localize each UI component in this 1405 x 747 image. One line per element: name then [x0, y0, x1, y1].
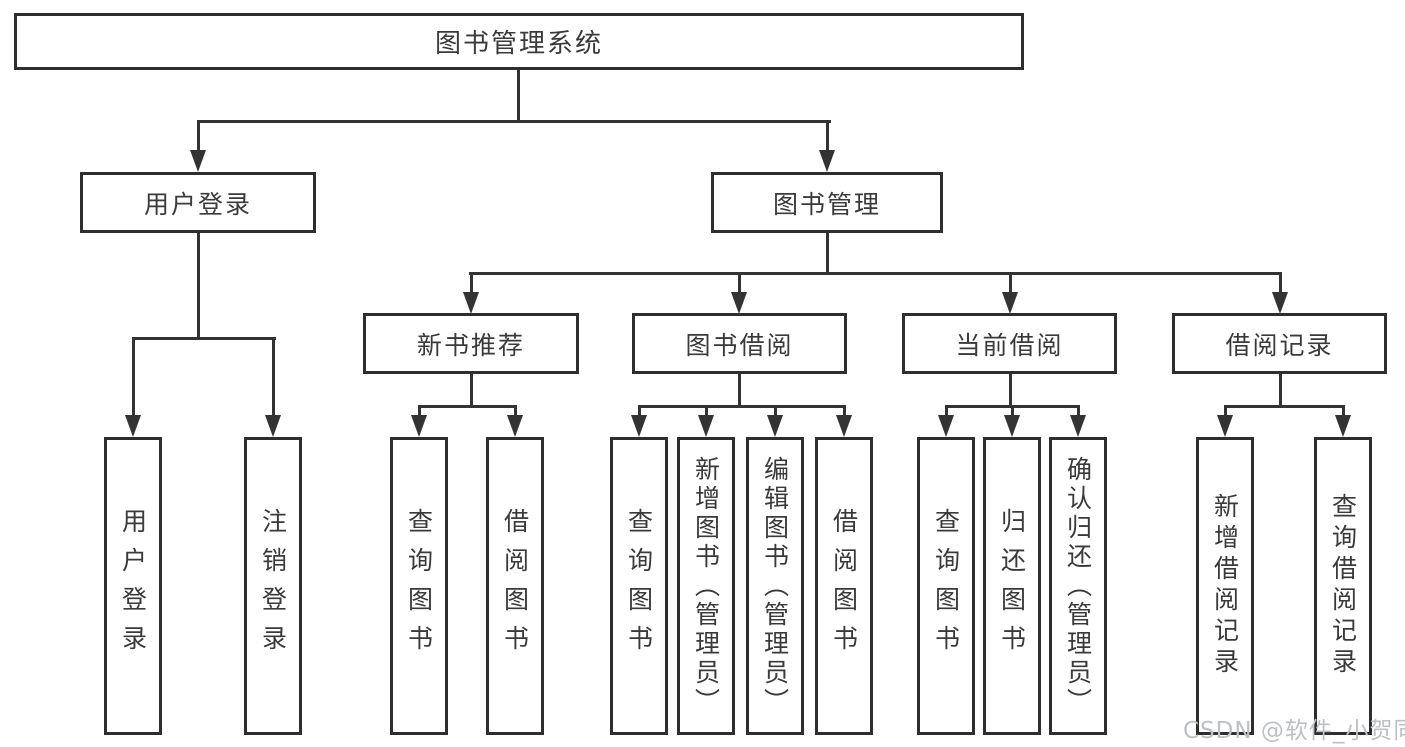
connector-line: [470, 374, 473, 408]
connector-line: [514, 405, 517, 417]
leaf-add-book-admin: 新增图书（管理员）: [677, 437, 735, 735]
arrow-down-icon: [411, 415, 427, 437]
leaf-borrow-books-recommend: 借阅图书: [486, 437, 544, 735]
node-root: 图书管理系统: [14, 13, 1024, 70]
connector-line: [1342, 405, 1345, 417]
leaf-query-books-borrow: 查询图书: [610, 437, 668, 735]
leaf-borrow-books: 借阅图书: [815, 437, 873, 735]
arrow-down-icon: [125, 415, 141, 437]
leaf-logout: 注销登录: [244, 437, 302, 735]
connector-line: [197, 120, 200, 152]
arrow-down-icon: [938, 415, 954, 437]
connector-line: [843, 405, 846, 417]
connector-line: [738, 272, 741, 294]
leaf-return-books: 归还图书: [983, 437, 1041, 735]
connector-line: [418, 405, 517, 408]
connector-line: [1224, 405, 1227, 417]
arrow-down-icon: [836, 415, 852, 437]
leaf-query-books-recommend: 查询图书: [390, 437, 448, 735]
arrow-down-icon: [631, 415, 647, 437]
leaf-edit-book-admin: 编辑图书（管理员）: [746, 437, 804, 735]
connector-line: [1279, 272, 1282, 294]
leaf-add-borrow-record: 新增借阅记录: [1196, 437, 1254, 735]
leaf-user-login: 用户登录: [104, 437, 162, 735]
connector-line: [1279, 374, 1282, 408]
arrow-down-icon: [1272, 292, 1288, 314]
watermark: CSDN @软件_小贺同学: [1183, 718, 1405, 744]
connector-line: [197, 233, 200, 337]
connector-line: [826, 233, 829, 275]
connector-line: [774, 405, 777, 417]
connector-line: [517, 70, 520, 120]
arrow-down-icon: [1217, 415, 1233, 437]
connector-line: [132, 337, 135, 417]
leaf-confirm-return-admin: 确认归还（管理员）: [1049, 437, 1107, 735]
arrow-down-icon: [767, 415, 783, 437]
node-borrow-records: 借阅记录: [1172, 313, 1387, 374]
connector-line: [418, 405, 421, 417]
leaf-query-borrow-record: 查询借阅记录: [1314, 437, 1372, 735]
arrow-down-icon: [819, 150, 835, 172]
connector-line: [1224, 405, 1345, 408]
arrow-down-icon: [507, 415, 523, 437]
node-current-borrow: 当前借阅: [902, 313, 1117, 374]
node-book-borrow: 图书借阅: [632, 313, 847, 374]
node-book-management: 图书管理: [711, 172, 943, 233]
node-user-login: 用户登录: [80, 172, 316, 233]
connector-line: [945, 405, 948, 417]
arrow-down-icon: [265, 415, 281, 437]
connector-line: [469, 272, 1282, 275]
connector-line: [132, 337, 276, 340]
connector-line: [826, 120, 829, 152]
arrow-down-icon: [1004, 415, 1020, 437]
node-new-book-recommend: 新书推荐: [363, 313, 579, 374]
connector-line: [1077, 405, 1080, 417]
arrow-down-icon: [463, 292, 479, 314]
arrow-down-icon: [1070, 415, 1086, 437]
connector-line: [1011, 405, 1014, 417]
leaf-query-books-current: 查询图书: [917, 437, 975, 735]
connector-line: [470, 272, 473, 294]
arrow-down-icon: [698, 415, 714, 437]
connector-line: [638, 405, 846, 408]
arrow-down-icon: [1335, 415, 1351, 437]
connector-line: [1009, 272, 1012, 294]
connector-line: [1009, 374, 1012, 408]
arrow-down-icon: [190, 150, 206, 172]
connector-line: [738, 374, 741, 408]
connector-line: [705, 405, 708, 417]
connector-line: [638, 405, 641, 417]
connector-line: [197, 120, 831, 123]
arrow-down-icon: [731, 292, 747, 314]
connector-line: [272, 337, 275, 417]
arrow-down-icon: [1002, 292, 1018, 314]
